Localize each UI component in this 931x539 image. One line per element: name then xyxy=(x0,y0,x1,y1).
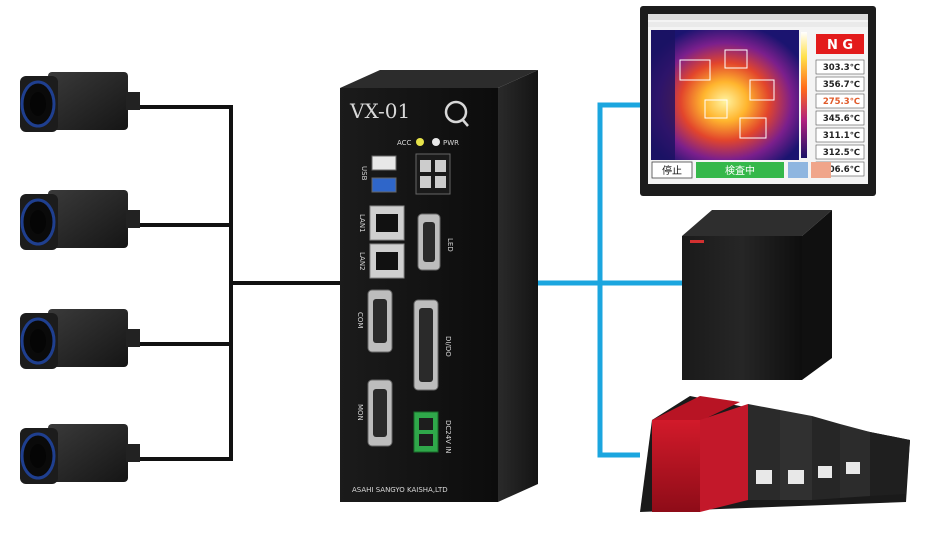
inspection-monitor: N G 303.3℃ 356.7℃ 275.3℃ 345.6℃ 311.1℃ 3… xyxy=(640,6,876,196)
usb-label: USB xyxy=(360,166,368,181)
storage-drive xyxy=(682,210,832,380)
orange-indicator xyxy=(811,162,831,178)
temperature-readings: 303.3℃ 356.7℃ 275.3℃ 345.6℃ 311.1℃ 312.5… xyxy=(815,59,865,177)
reading-3: 275.3℃ xyxy=(823,97,860,107)
reading-6: 312.5℃ xyxy=(823,148,860,158)
stop-button[interactable] xyxy=(651,161,693,179)
inspect-button[interactable] xyxy=(696,162,784,178)
power-label: DC24V IN xyxy=(444,420,452,454)
reading-4: 345.6℃ xyxy=(823,114,860,124)
reading-5: 311.1℃ xyxy=(823,131,860,141)
temperature-scale xyxy=(801,32,807,158)
blue-indicator xyxy=(788,162,808,178)
reading-7: 306.6℃ xyxy=(823,165,860,175)
plc-unit xyxy=(640,396,910,512)
network-cables xyxy=(538,102,682,458)
usb-port-1 xyxy=(371,155,397,171)
pwr-led-icon xyxy=(432,138,440,146)
brand-logo-icon xyxy=(760,396,768,402)
led-label: LED xyxy=(446,238,454,252)
thermal-camera-3 xyxy=(20,309,140,369)
acc-led-label: ACC xyxy=(397,139,412,147)
ng-status-badge xyxy=(816,34,864,54)
dido-label: DI/DO xyxy=(444,336,452,357)
maker-label: ASAHI SANGYO KAISHA,LTD xyxy=(352,486,448,494)
usb-port-2 xyxy=(371,177,397,193)
pwr-led-label: PWR xyxy=(443,139,459,147)
reading-2: 356.7℃ xyxy=(823,80,860,90)
thermal-camera-1 xyxy=(20,72,140,132)
camera-cables xyxy=(126,105,340,461)
lan1-label: LAN1 xyxy=(358,214,366,233)
brand-logo-icon xyxy=(444,100,468,124)
inspect-button-label: 検査中 xyxy=(725,164,755,177)
vx01-controller: VX-01 ACC PWR USB LAN1 LAN2 LED COM xyxy=(340,70,538,502)
com-label: COM xyxy=(356,312,364,328)
reading-1: 303.3℃ xyxy=(823,63,860,73)
drive-led-icon xyxy=(690,240,704,243)
acc-led-icon xyxy=(416,138,424,146)
mon-label: MON xyxy=(356,404,364,421)
stop-button-label: 停止 xyxy=(662,164,682,177)
thermal-camera-4 xyxy=(20,424,140,484)
thermal-camera-2 xyxy=(20,190,140,250)
model-label: VX-01 xyxy=(349,99,410,123)
ng-status-text: N G xyxy=(827,38,853,53)
lan2-label: LAN2 xyxy=(358,252,366,271)
